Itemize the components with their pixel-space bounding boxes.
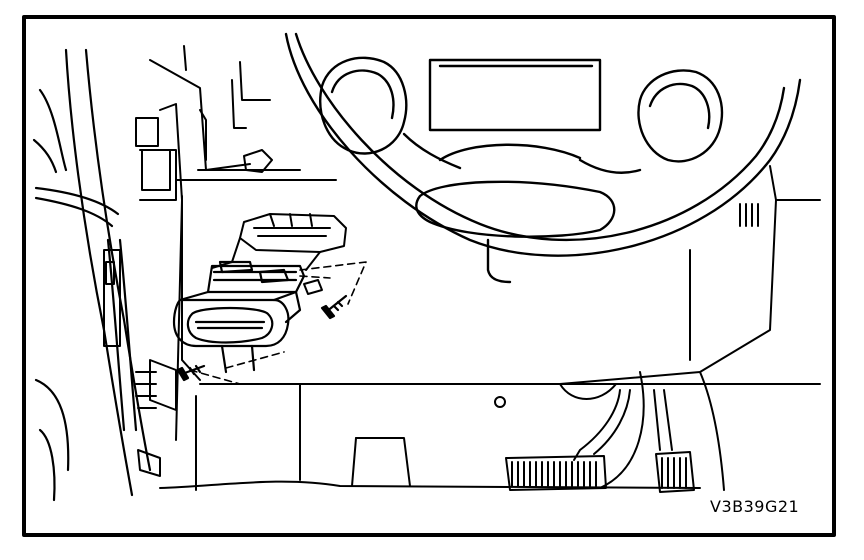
upper-panel <box>149 45 301 173</box>
alignment-lines <box>189 261 367 385</box>
figure-frame <box>22 15 836 537</box>
pillar-bracket <box>103 103 183 477</box>
figure-code-label: V3B39G21 <box>708 497 802 516</box>
floor-tunnel <box>351 371 725 491</box>
clip-retainer <box>303 279 323 295</box>
steering-wheel <box>284 32 802 284</box>
air-vent-assembly <box>172 260 306 374</box>
mounting-screw-upper <box>320 294 348 320</box>
accelerator-pedal <box>655 451 695 493</box>
floor-line <box>159 480 701 489</box>
dash-lower-panel <box>175 165 821 491</box>
door-pillar <box>32 48 152 502</box>
mounting-screw-lower <box>176 364 206 382</box>
brake-pedal <box>505 455 607 491</box>
